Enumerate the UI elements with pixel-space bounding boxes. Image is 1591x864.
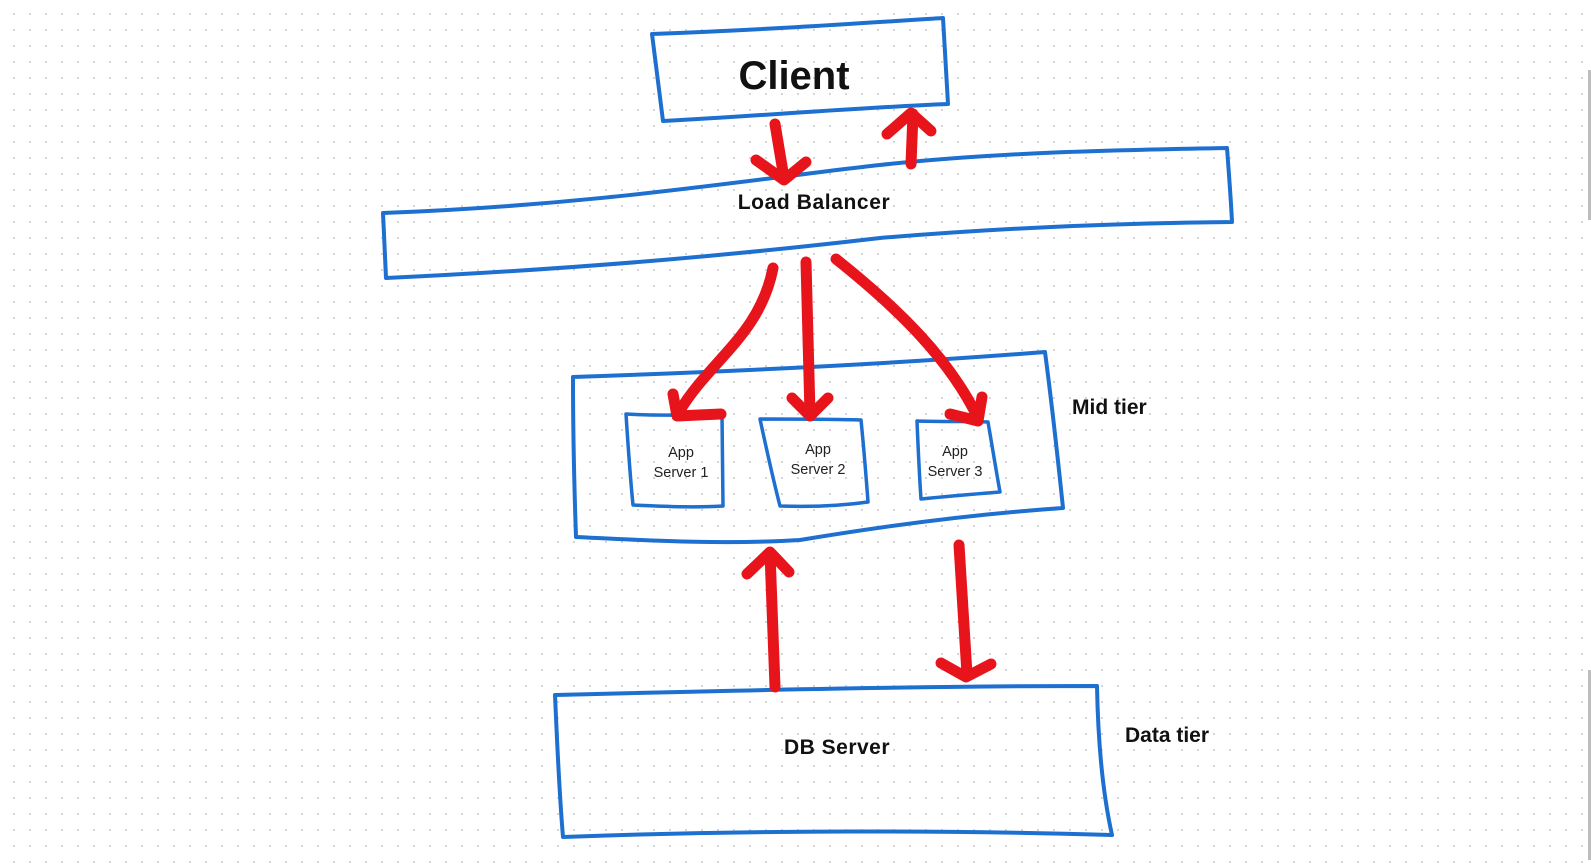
load-balancer-label: Load Balancer (737, 191, 891, 214)
app-server-1-label: App Server 1 (636, 443, 726, 483)
app-server-2-label: App Server 2 (773, 440, 863, 480)
arrow-lb-to-app-server-1 (667, 262, 779, 422)
arrow-lb-to-app-server-3 (830, 253, 988, 427)
mid-tier-label: Mid tier (1072, 396, 1147, 419)
app-server-2-line1: App (805, 442, 831, 458)
app-server-3-label: App Server 3 (910, 442, 1000, 482)
client-box[interactable] (650, 16, 950, 123)
app-server-1-line2: Server 1 (653, 465, 709, 481)
arrow-lb-to-client (881, 107, 937, 170)
db-server-label: DB Server (783, 736, 891, 759)
app-server-2-box[interactable] (758, 417, 870, 509)
app-server-3-line1: App (942, 444, 968, 460)
arrow-client-to-lb (750, 118, 812, 186)
mid-tier-box[interactable] (571, 350, 1065, 545)
app-server-1-line1: App (668, 445, 694, 461)
arrow-mid-tier-to-db (935, 539, 997, 683)
arrow-db-to-mid-tier (741, 546, 795, 693)
db-server-box[interactable] (553, 684, 1114, 839)
arrow-lb-to-app-server-2 (786, 256, 834, 422)
client-label: Client (738, 54, 850, 98)
data-tier-label: Data tier (1125, 724, 1210, 747)
scrollbar-edge[interactable] (1588, 0, 1591, 864)
app-server-2-line2: Server 2 (790, 462, 846, 478)
app-server-3-line2: Server 3 (927, 464, 983, 480)
